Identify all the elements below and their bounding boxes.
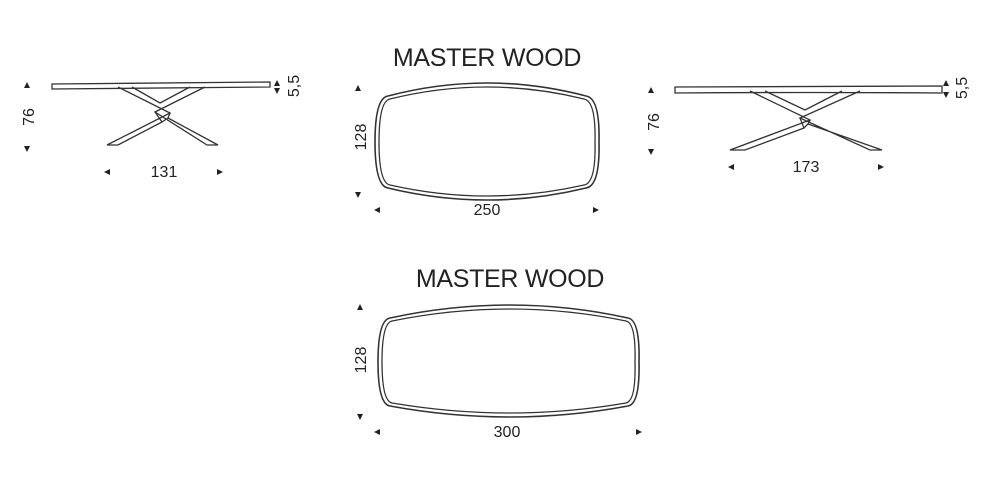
side-view-length-x-base bbox=[729, 90, 883, 151]
top-view-250-length-dim: 250 bbox=[474, 202, 501, 219]
side-view-width-thickness-dim: 5,5 bbox=[286, 75, 303, 97]
height-arrow-bottom-icon bbox=[24, 146, 30, 152]
top-view-300-title: MASTER WOOD bbox=[416, 265, 604, 293]
side-view-length-height-dim: 76 bbox=[646, 113, 663, 131]
thickness-arrow-bottom-icon bbox=[943, 92, 949, 98]
side-view-length: 76 5,5 173 bbox=[646, 77, 971, 176]
top-view-250-title: MASTER WOOD bbox=[393, 44, 581, 72]
top-view-250-outline bbox=[374, 82, 600, 201]
length-arrow-left-icon bbox=[728, 164, 734, 170]
length-arrow-left-icon bbox=[374, 207, 380, 213]
width-arrow-left-icon bbox=[104, 169, 110, 175]
thickness-arrow-top-icon bbox=[274, 80, 280, 86]
thickness-arrow-bottom-icon bbox=[274, 88, 280, 94]
top-view-300-length-dim: 300 bbox=[494, 424, 521, 441]
length-arrow-right-icon bbox=[878, 164, 884, 170]
top-view-250: MASTER WOOD 128 250 bbox=[353, 44, 600, 219]
thickness-arrow-top-icon bbox=[943, 80, 949, 86]
top-view-300: MASTER WOOD 128 300 bbox=[353, 265, 642, 441]
width-arrow-right-icon bbox=[217, 169, 223, 175]
side-view-length-tabletop bbox=[674, 85, 943, 94]
side-view-length-length-dim: 173 bbox=[793, 159, 820, 176]
top-view-250-depth-dim: 128 bbox=[353, 124, 370, 151]
side-view-width-tabletop bbox=[51, 81, 271, 90]
height-arrow-bottom-icon bbox=[648, 149, 654, 155]
side-view-width-width-dim: 131 bbox=[151, 164, 178, 181]
depth-arrow-top-icon bbox=[357, 304, 363, 310]
length-arrow-right-icon bbox=[593, 207, 599, 213]
top-view-300-outline bbox=[377, 304, 640, 418]
top-view-300-depth-dim: 128 bbox=[353, 347, 370, 374]
side-view-width-x-base bbox=[106, 86, 219, 146]
length-arrow-right-icon bbox=[636, 429, 642, 435]
side-view-width-height-dim: 76 bbox=[21, 108, 38, 126]
depth-arrow-top-icon bbox=[355, 85, 361, 91]
side-view-width: 76 5,5 131 bbox=[21, 75, 303, 181]
top-view-250-inner-edge bbox=[378, 86, 596, 197]
height-arrow-top-icon bbox=[648, 87, 654, 93]
depth-arrow-bottom-icon bbox=[357, 414, 363, 420]
depth-arrow-bottom-icon bbox=[355, 192, 361, 198]
height-arrow-top-icon bbox=[24, 82, 30, 88]
top-view-300-inner-edge bbox=[381, 308, 636, 414]
length-arrow-left-icon bbox=[374, 429, 380, 435]
side-view-length-thickness-dim: 5,5 bbox=[954, 77, 971, 99]
